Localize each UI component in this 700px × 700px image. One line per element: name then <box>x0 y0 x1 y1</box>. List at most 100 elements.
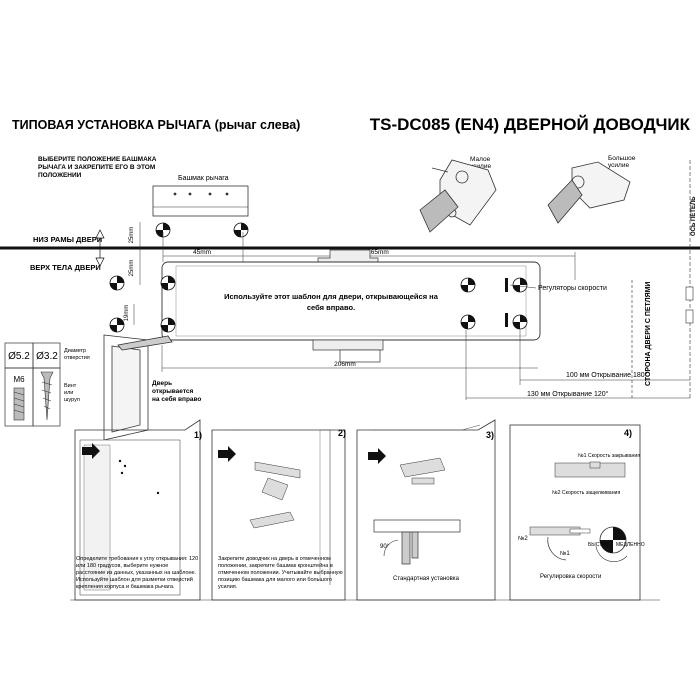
step-4-fast: БЫСТРО <box>588 542 609 548</box>
hinge-mark-lower <box>685 309 694 324</box>
dim-19mm: 19mm <box>124 305 130 322</box>
door-top-label: ВЕРХ ТЕЛА ДВЕРИ <box>30 263 101 272</box>
shoe-mount-hole-left <box>155 222 171 238</box>
screw-label-2: или <box>64 390 73 396</box>
standard-install-arm <box>401 531 419 565</box>
speed-regulators-label: Регуляторы скорости <box>538 285 607 292</box>
angle-arc <box>383 539 399 557</box>
screw-table <box>4 342 61 427</box>
step-2-text: Закрепите доводчик на дверь в отмеченном… <box>218 556 343 590</box>
body-mount-hole-2 <box>160 275 176 291</box>
open-180-label: 100 мм Открывание 180° <box>566 371 648 379</box>
open-120-label: 130 мм Открывание 120° <box>527 390 609 398</box>
template-text-line-1: Используйте этот шаблон для двери, откры… <box>224 292 439 301</box>
step-1-panel <box>74 419 201 601</box>
body-mount-hole-1 <box>109 275 125 291</box>
body-mount-hole-6 <box>512 277 528 293</box>
step-3-angle: 90° <box>380 544 390 550</box>
shoe-mount-hole-right <box>233 222 249 238</box>
screw-label-1: Винт <box>64 383 77 389</box>
door-note-1: Дверь <box>152 380 172 387</box>
small-force-icon <box>419 159 497 233</box>
dim-206mm: 206mm <box>334 361 356 368</box>
svg-text:расстояние из данных, указанны: расстояние из данных, указанных на шабло… <box>76 570 197 576</box>
hinge-mark-upper <box>685 286 694 301</box>
right-title: TS-DC085 (EN4) ДВЕРНОЙ ДОВОДЧИК <box>370 115 691 134</box>
svg-text:позицию башмака для малого или: позицию башмака для малого или большого <box>218 577 332 583</box>
step-4-n2: №2 <box>518 535 528 542</box>
opening-dimensions <box>465 330 690 400</box>
step-4-number: 4) <box>624 428 632 438</box>
standard-install-frame <box>373 519 461 533</box>
svg-text:Закрепите доводчик на дверь в: Закрепите доводчик на дверь в отмеченном <box>218 556 331 562</box>
speed-regulators-leader <box>509 284 537 289</box>
step-4-n1: №1 <box>560 550 570 557</box>
dimension-206 <box>161 345 538 372</box>
svg-text:Определите требования к углу о: Определите требования к углу открывания:… <box>76 556 198 562</box>
left-title: ТИПОВАЯ УСТАНОВКА РЫЧАГА (рычаг слева) <box>12 118 300 132</box>
dim-165mm: 165mm <box>367 249 389 256</box>
svg-text:положении, закрепите башмак кр: положении, закрепите башмак кронштейна в <box>218 562 333 569</box>
frame-bottom-label: НИЗ РАМЫ ДВЕРИ <box>33 235 102 244</box>
arrow-icon-step-3 <box>368 448 386 464</box>
svg-text:усилия.: усилия. <box>218 584 238 590</box>
speed-dial-icon <box>599 526 627 554</box>
bolt-icon <box>13 387 25 421</box>
door-note-2: открывается <box>152 388 194 395</box>
shoe-label: Башмак рычага <box>178 175 229 182</box>
closer-body <box>161 249 541 363</box>
step-3-number: 3) <box>486 430 494 440</box>
step-3-caption: Стандартная установка <box>393 576 460 582</box>
dim-25mm-lower: 25mm <box>129 260 135 277</box>
bolt-m6: M6 <box>13 375 25 384</box>
hole-label-2: отверстия <box>64 355 90 361</box>
valve-sketch-step-4 <box>529 526 591 536</box>
closer-sketch-step-2 <box>249 461 301 529</box>
body-mount-hole-7 <box>460 314 476 330</box>
step-4-speed-2: №2 Скорость защелкивания <box>552 490 620 496</box>
step-4-caption: Регулировка скорости <box>540 574 601 580</box>
small-force-label-1: Малое <box>470 156 491 163</box>
template-text-line-2: себя вправо. <box>307 303 355 312</box>
door-illustration <box>103 334 173 441</box>
wood-screw-icon <box>40 371 54 421</box>
step-1-number: 1) <box>194 430 202 440</box>
large-force-label-2: усилие <box>608 162 629 169</box>
body-mount-hole-3 <box>109 317 125 333</box>
dim-25mm-upper: 25mm <box>129 227 135 244</box>
body-mount-hole-8 <box>512 314 528 330</box>
speed-arc-left <box>547 536 567 561</box>
body-mount-hole-4 <box>160 317 176 333</box>
small-force-label-2: усилие <box>470 163 491 170</box>
step-4-slow: МЕДЛЕННО <box>616 542 645 548</box>
large-force-label-1: Большое <box>608 155 636 162</box>
step-1-text: Определите требования к углу открывания:… <box>76 556 198 590</box>
shoe-instruction: ВЫБЕРИТЕ ПОЛОЖЕНИЕ БАШМАКА РЫЧАГА И ЗАКР… <box>38 156 157 179</box>
hole-label-1: Диаметр <box>64 348 86 354</box>
large-force-icon <box>547 161 631 224</box>
body-mount-hole-5 <box>460 277 476 293</box>
instruction-line-2: РЫЧАГА И ЗАКРЕПИТЕ ЕГО В ЭТОМ <box>38 164 155 171</box>
dimension-lines-top <box>133 222 576 325</box>
dim-45mm: 45mm <box>193 249 211 256</box>
frame-door-arrow <box>95 229 105 267</box>
hinge-axis-label: ОСЬ ПЕТЕЛЬ <box>691 196 697 236</box>
arrow-icon-step-1 <box>82 443 100 459</box>
screw-label-3: шуруп <box>64 397 80 403</box>
lever-shoe-bracket <box>152 185 249 217</box>
closer-sketch-step-3 <box>399 457 446 485</box>
svg-text:отмеченном положении. Учитывай: отмеченном положении. Учитывайте выбранн… <box>218 569 343 576</box>
hinge-side-label: СТОРОНА ДВЕРИ С ПЕТЛЯМИ <box>645 282 652 386</box>
step-4-speed-1: №1 Скорость закрывания <box>578 453 640 459</box>
step-2-number: 2) <box>338 428 346 438</box>
hole-d1: Ø5.2 <box>8 351 30 362</box>
svg-text:или 180 градусов, выберите нуж: или 180 градусов, выберите нужное <box>76 563 168 569</box>
instruction-line-3: ПОЛОЖЕНИИ <box>38 172 82 179</box>
hole-d2: Ø3.2 <box>36 351 58 362</box>
instruction-line-1: ВЫБЕРИТЕ ПОЛОЖЕНИЕ БАШМАКА <box>38 156 157 163</box>
svg-text:крепления корпуса и башмака ры: крепления корпуса и башмака рычага. <box>76 584 175 590</box>
door-note-3: на себя вправо <box>152 395 201 403</box>
svg-text:Используйте шаблон для разметк: Используйте шаблон для разметки отверсти… <box>76 576 193 583</box>
speed-arc-dial <box>595 545 628 562</box>
